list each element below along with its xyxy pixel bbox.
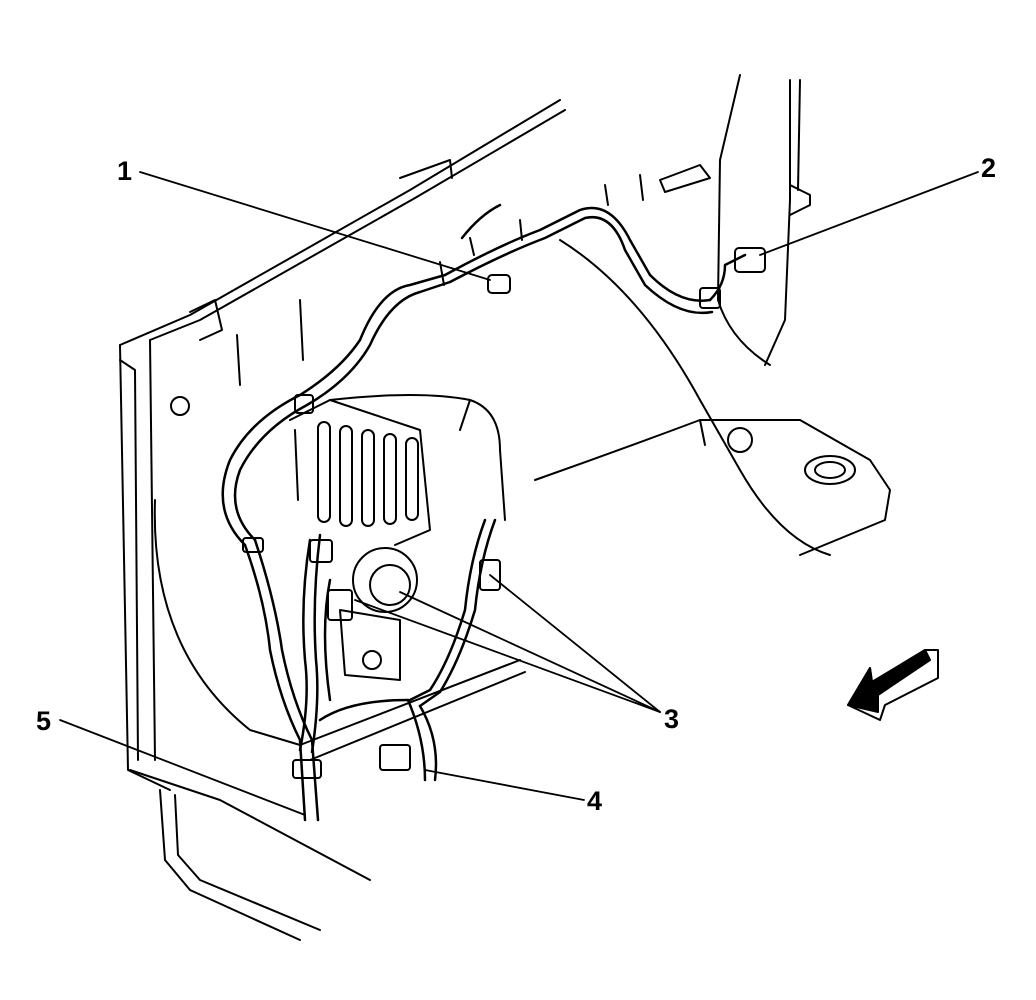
callout-label-4: 4 [587, 786, 603, 816]
leader-line-4 [424, 769, 585, 801]
forward-direction-arrow-icon [847, 649, 939, 721]
leader-line-3b [399, 591, 661, 713]
floor-panel [129, 499, 526, 941]
leader-line-2 [759, 171, 979, 256]
callout-label-2: 2 [981, 153, 997, 183]
leader-lines [59, 171, 979, 816]
connectors [242, 247, 766, 779]
leader-line-3c [489, 574, 661, 713]
leader-line-3a [354, 599, 661, 713]
callout-label-3: 3 [664, 704, 680, 734]
callout-label-1: 1 [117, 156, 133, 186]
leader-line-5 [59, 719, 306, 816]
callout-label-5: 5 [36, 706, 52, 736]
radiator-grille [289, 394, 506, 681]
fender-panel [534, 74, 891, 556]
body-panel [119, 99, 566, 791]
leader-line-1 [139, 171, 491, 281]
